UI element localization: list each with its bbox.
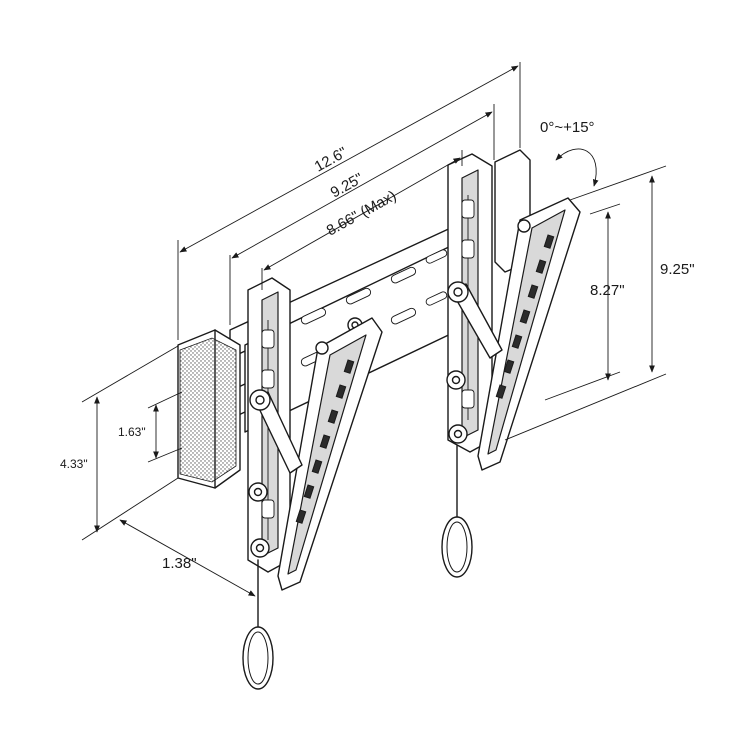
overall-height-label: 9.25" [660,261,695,278]
block-height-label: 4.33" [60,457,88,471]
hole-spacing-label: 9.25" [328,170,366,202]
left-pull-cord [242,559,274,690]
right-tilt-arm [446,197,581,471]
inner-height-label: 8.27" [590,282,625,299]
overall-width-label: 12.6" [312,144,350,176]
right-pull-cord [441,445,473,578]
dimension-lines [81,62,667,597]
left-end-block [177,329,241,489]
tilt-range-label: 0°~+15° [540,119,595,136]
depth-label: 1.38" [162,555,197,572]
block-inner-height-label: 1.63" [118,425,146,439]
left-tilt-arm [248,317,383,591]
